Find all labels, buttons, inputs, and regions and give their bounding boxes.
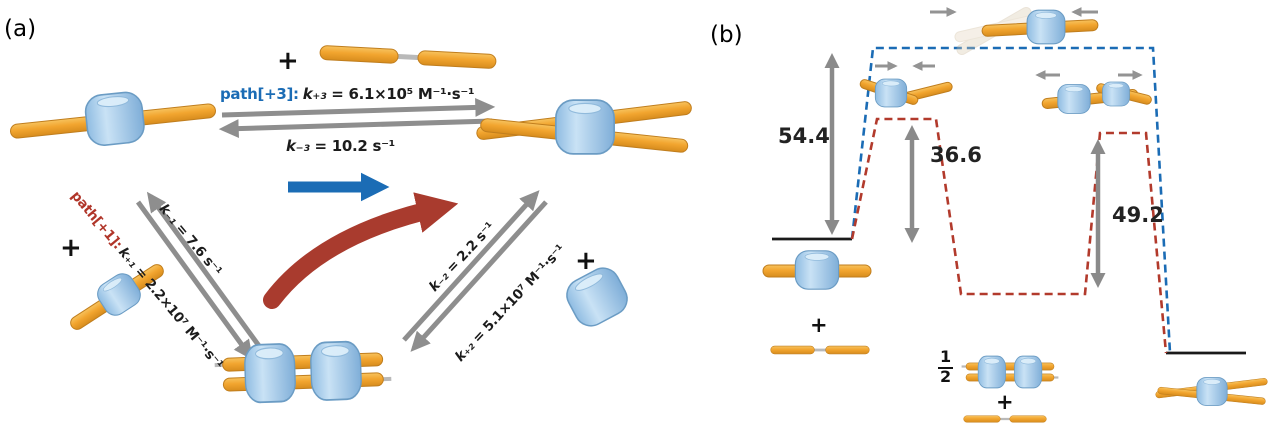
product-molecule-b bbox=[1155, 378, 1267, 406]
energy-arrow-54 bbox=[824, 53, 840, 235]
axle-dumbbell-b-left bbox=[770, 345, 870, 355]
k-plus3-symbol: k₊₃ bbox=[302, 85, 327, 103]
equilibrium-arrows-step2 bbox=[402, 190, 548, 352]
energy-path-red bbox=[850, 117, 1168, 354]
dimer-molecule-b bbox=[962, 356, 1059, 388]
k-plus3-value: = 6.1×10⁵ M⁻¹·s⁻¹ bbox=[331, 85, 475, 103]
plus-sign-top: + bbox=[277, 46, 299, 76]
plus-sign-left: + bbox=[60, 233, 82, 263]
equilibrium-arrows-path3 bbox=[218, 97, 496, 139]
equilibrium-arrows-path1 bbox=[135, 191, 265, 361]
panel-b-label: (b) bbox=[710, 22, 743, 48]
barrier-blue-label: 54.4 bbox=[778, 124, 830, 148]
product-molecule bbox=[476, 100, 692, 154]
fraction-numerator: 1 bbox=[938, 348, 954, 369]
path3-rate-label: path[+3]:k₊₃ = 6.1×10⁵ M⁻¹·s⁻¹ bbox=[220, 85, 475, 103]
transition-state-blue bbox=[930, 7, 1099, 55]
barrier-red2-label: 49.2 bbox=[1112, 203, 1164, 227]
free-macrocycle bbox=[560, 261, 634, 333]
dimer-molecule bbox=[214, 340, 392, 404]
energy-arrow-49 bbox=[1090, 139, 1106, 288]
k-minus3-symbol: k₋₃ bbox=[286, 137, 310, 155]
stoichiometry-half: 1 2 bbox=[938, 348, 954, 386]
k-minus3-value: = 10.2 s⁻¹ bbox=[314, 137, 396, 155]
rotaxane-molecule bbox=[10, 89, 216, 148]
path1-curved-arrow bbox=[263, 192, 459, 309]
axle-dumbbell-b-mid bbox=[963, 415, 1047, 423]
panel-a-label: (a) bbox=[4, 16, 37, 42]
barrier-red1-label: 36.6 bbox=[930, 143, 982, 167]
energy-arrow-36 bbox=[904, 125, 920, 243]
transition-state-red-2 bbox=[1035, 70, 1152, 114]
plus-sign-b-mid: + bbox=[996, 390, 1014, 414]
energy-path-blue bbox=[850, 46, 1172, 354]
path3-name: path[+3]: bbox=[220, 85, 299, 103]
plus-sign-right: + bbox=[575, 246, 597, 276]
transition-state-red-1 bbox=[859, 61, 953, 108]
half-axle-rotaxane-molecule bbox=[70, 264, 164, 330]
rotaxane-molecule-b bbox=[762, 250, 872, 290]
plus-sign-b-left: + bbox=[810, 313, 828, 337]
axle-dumbbell-molecule bbox=[319, 44, 497, 70]
k-minus3-label: k₋₃ = 10.2 s⁻¹ bbox=[286, 137, 395, 155]
fraction-denominator: 2 bbox=[940, 366, 952, 386]
